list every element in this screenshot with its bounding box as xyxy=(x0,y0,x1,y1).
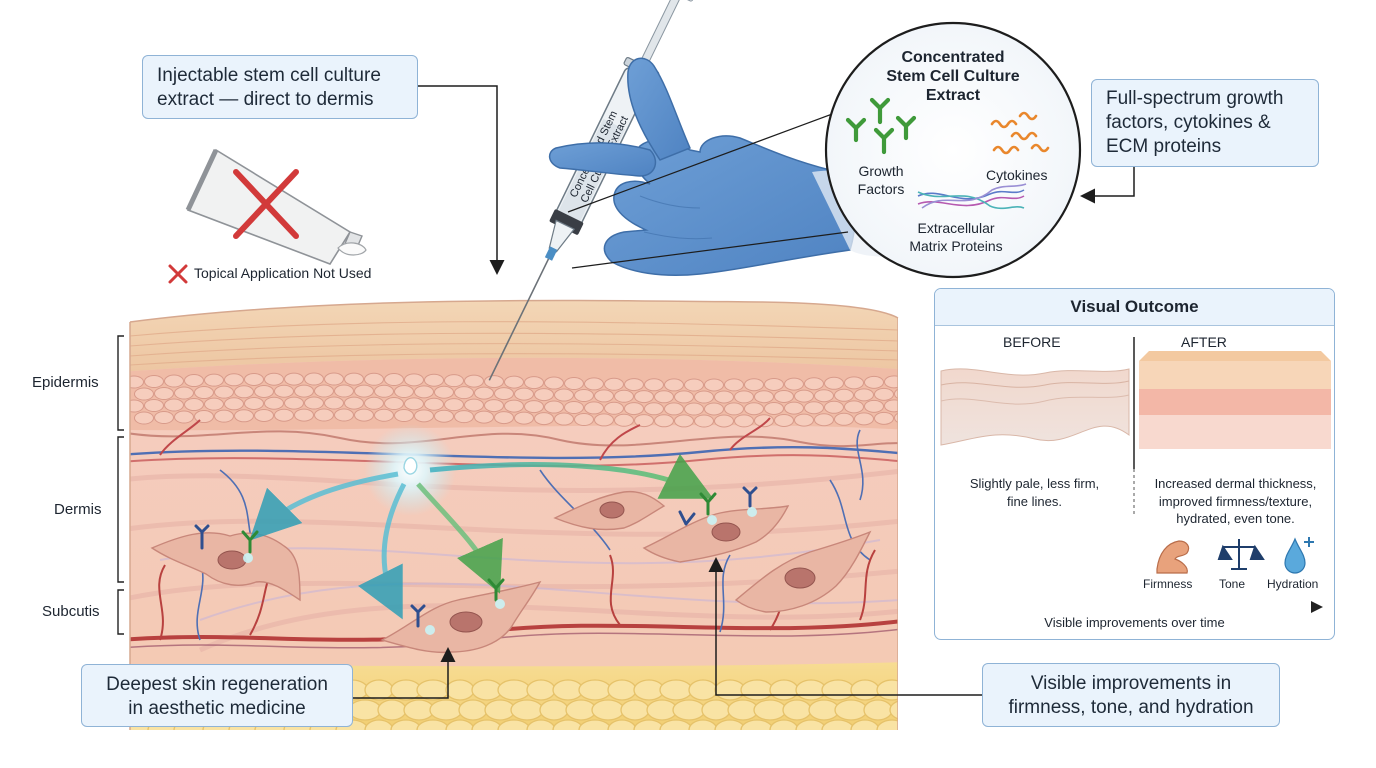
ecm-label: Extracellular Matrix Proteins xyxy=(896,219,1016,255)
after-desc-line1: Increased dermal thickness, xyxy=(1154,476,1317,491)
cytokine-icons xyxy=(990,111,1050,155)
ecm-line2: Matrix Proteins xyxy=(909,238,1003,255)
extract-title: Concentrated Stem Cell Culture Extract xyxy=(853,48,1053,106)
callout-injectable: Injectable stem cell culture extract — d… xyxy=(142,55,418,119)
visual-outcome-panel: Visual Outcome BEFORE AFTER xyxy=(934,288,1335,640)
callout-deepest-line2: in aesthetic medicine xyxy=(128,697,306,719)
ecm-fiber-icon xyxy=(917,183,1027,210)
extract-magnifier-circle xyxy=(824,21,1082,279)
growth-factor-icons xyxy=(845,97,917,155)
tone-label: Tone xyxy=(1219,577,1246,591)
visual-outcome-title: Visual Outcome xyxy=(1070,297,1199,316)
extract-title-line1: Concentrated xyxy=(901,49,1005,66)
ecm-line1: Extracellular xyxy=(917,220,995,236)
visual-outcome-header xyxy=(935,289,1334,326)
growth-factors-line2: Factors xyxy=(857,181,905,198)
callout-full-spectrum-line1: Full-spectrum growth xyxy=(1106,88,1284,109)
before-description: Slightly pale, less firm, fine lines. xyxy=(935,475,1134,510)
after-label: AFTER xyxy=(1181,334,1227,350)
subcutis-label: Subcutis xyxy=(42,603,100,620)
after-description: Increased dermal thickness, improved fir… xyxy=(1135,475,1336,528)
dermis-label: Dermis xyxy=(54,501,102,518)
balance-scale-icon xyxy=(1217,539,1265,570)
red-x-icon xyxy=(233,169,299,239)
callout-full-spectrum: Full-spectrum growth factors, cytokines … xyxy=(1091,79,1319,167)
callout-injectable-line1: Injectable stem cell culture xyxy=(157,65,381,86)
callout-full-spectrum-line2: factors, cytokines & xyxy=(1106,111,1271,133)
outcome-graphics xyxy=(940,337,1331,613)
topical-tube-icon xyxy=(185,148,367,265)
firmness-label: Firmness xyxy=(1143,577,1193,591)
callout-deepest-line1: Deepest skin regeneration xyxy=(106,674,328,695)
extract-title-line3: Extract xyxy=(925,87,981,105)
callout-full-spectrum-line3: ECM proteins xyxy=(1106,135,1222,157)
callout-visible-improvements: Visible improvements in firmness, tone, … xyxy=(982,663,1280,727)
after-desc-line3: hydrated, even tone. xyxy=(1176,511,1295,527)
epidermis-label: Epidermis xyxy=(32,374,99,391)
timeline-label: Visible improvements over time xyxy=(1044,615,1225,630)
flexed-arm-icon xyxy=(1156,540,1190,574)
callout-deepest-regeneration: Deepest skin regeneration in aesthetic m… xyxy=(81,664,353,727)
after-desc-line2: improved firmness/texture, xyxy=(1158,493,1313,509)
before-desc-line1: Slightly pale, less firm, xyxy=(969,476,1100,491)
topical-not-used-label: Topical Application Not Used xyxy=(194,265,372,281)
growth-factors-label: Growth Factors xyxy=(846,162,916,198)
before-label: BEFORE xyxy=(1003,334,1061,350)
extract-title-line2: Stem Cell Culture xyxy=(886,68,1020,86)
hydration-label: Hydration xyxy=(1267,577,1319,591)
receptor-icons xyxy=(194,486,758,628)
before-desc-line2: fine lines. xyxy=(1007,493,1062,509)
callout-visible-line1: Visible improvements in xyxy=(1030,673,1232,694)
small-red-x-icon xyxy=(168,264,188,284)
callout-visible-line2: firmness, tone, and hydration xyxy=(1008,696,1254,718)
growth-factors-line1: Growth xyxy=(858,163,904,179)
callout-injectable-line2: extract — direct to dermis xyxy=(157,88,374,110)
water-drop-plus-icon xyxy=(1284,537,1314,574)
layer-brackets xyxy=(117,335,124,635)
cytokines-label: Cytokines xyxy=(986,167,1048,183)
